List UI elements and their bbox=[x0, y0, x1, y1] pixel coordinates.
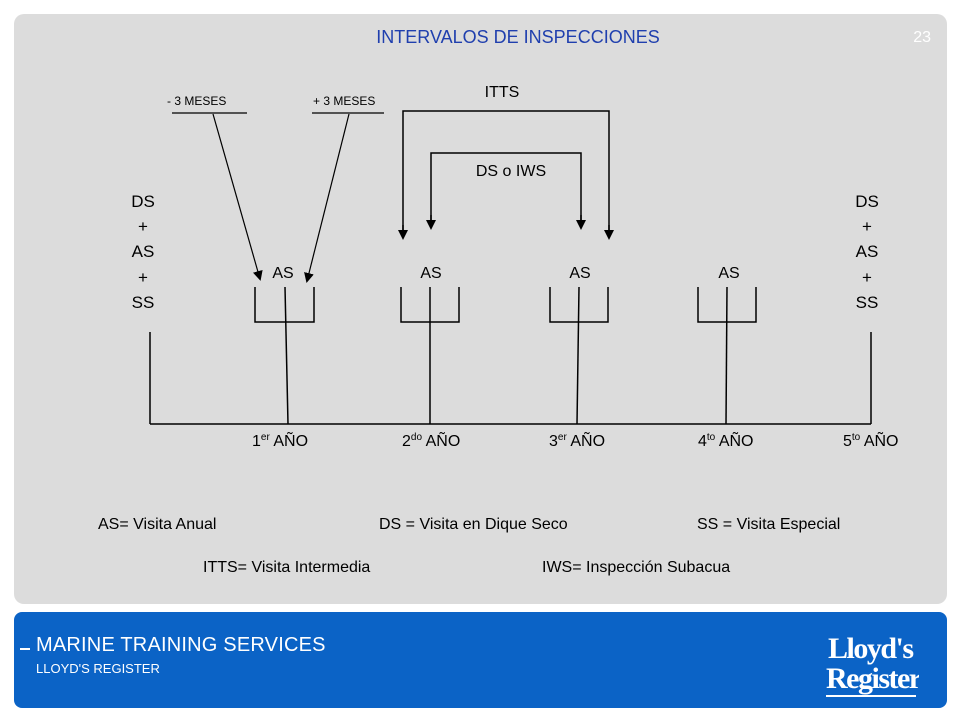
plus-window-arrow bbox=[304, 113, 350, 283]
year-label-5: 5to AÑO bbox=[843, 430, 898, 450]
logo-text-line2: Register bbox=[826, 662, 919, 695]
end-stack-plus-1: + bbox=[862, 217, 872, 236]
legend-ss: SS = Visita Especial bbox=[697, 516, 840, 533]
minus-3-months-label: - 3 MESES bbox=[167, 94, 226, 108]
page-number: 23 bbox=[913, 29, 931, 46]
start-stack-ds: DS bbox=[131, 192, 155, 211]
year-labels: 1er AÑO 2do AÑO 3er AÑO 4to AÑO 5to AÑO bbox=[252, 430, 898, 450]
end-stack-as: AS bbox=[856, 242, 879, 261]
end-stack: DS + AS + SS bbox=[855, 192, 879, 312]
end-stack-ss: SS bbox=[856, 293, 879, 312]
end-stack-plus-2: + bbox=[862, 268, 872, 287]
start-stack-ss: SS bbox=[132, 293, 155, 312]
start-stack-plus-2: + bbox=[138, 268, 148, 287]
logo-text-line1: Lloyd's bbox=[828, 632, 913, 665]
legend-iws: IWS= Inspección Subacua bbox=[542, 559, 730, 576]
legend: AS= Visita Anual DS = Visita en Dique Se… bbox=[98, 516, 840, 576]
year-label-3: 3er AÑO bbox=[549, 430, 605, 450]
month-window-annotations bbox=[172, 112, 384, 283]
window-bracket-year-3 bbox=[549, 287, 609, 323]
year-label-2: 2do AÑO bbox=[402, 430, 460, 450]
legend-ds: DS = Visita en Dique Seco bbox=[379, 516, 568, 533]
timeline-post-year-1 bbox=[284, 286, 289, 425]
footer-bar: MARINE TRAINING SERVICES LLOYD'S REGISTE… bbox=[14, 612, 947, 708]
ds-iws-bracket bbox=[426, 152, 586, 230]
ds-iws-label: DS o IWS bbox=[476, 163, 546, 180]
slide-title: INTERVALOS DE INSPECCIONES bbox=[376, 27, 659, 47]
footer-dash bbox=[20, 648, 30, 650]
year-label-1: 1er AÑO bbox=[252, 430, 308, 450]
slide-panel bbox=[14, 14, 947, 604]
footer-subtitle: LLOYD'S REGISTER bbox=[36, 661, 160, 676]
itts-bracket-path bbox=[402, 110, 610, 235]
minus-window-arrow bbox=[212, 113, 263, 281]
as-labels: AS AS AS AS bbox=[272, 265, 739, 282]
legend-itts: ITTS= Visita Intermedia bbox=[203, 559, 370, 576]
year-label-4: 4to AÑO bbox=[698, 430, 753, 450]
as-label-year-1: AS bbox=[272, 265, 293, 282]
itts-bracket bbox=[398, 110, 614, 240]
window-brackets bbox=[254, 287, 757, 323]
start-stack: DS + AS + SS bbox=[131, 192, 155, 312]
timeline-post-year-3 bbox=[576, 286, 580, 425]
lloyds-register-logo: Lloyd's Register bbox=[826, 632, 919, 697]
as-label-year-4: AS bbox=[718, 265, 739, 282]
ds-iws-bracket-path bbox=[430, 152, 582, 222]
legend-as: AS= Visita Anual bbox=[98, 516, 216, 533]
timeline-post-year-4 bbox=[725, 286, 728, 425]
plus-3-months-label: + 3 MESES bbox=[313, 94, 375, 108]
start-stack-as: AS bbox=[132, 242, 155, 261]
timeline bbox=[149, 286, 872, 425]
start-stack-plus-1: + bbox=[138, 217, 148, 236]
window-bracket-year-2 bbox=[400, 287, 460, 323]
footer-title: MARINE TRAINING SERVICES bbox=[36, 634, 326, 656]
window-bracket-year-1 bbox=[254, 287, 315, 323]
window-bracket-year-4 bbox=[697, 287, 757, 323]
itts-label: ITTS bbox=[485, 84, 520, 101]
end-stack-ds: DS bbox=[855, 192, 879, 211]
as-label-year-2: AS bbox=[420, 265, 441, 282]
as-label-year-3: AS bbox=[569, 265, 590, 282]
